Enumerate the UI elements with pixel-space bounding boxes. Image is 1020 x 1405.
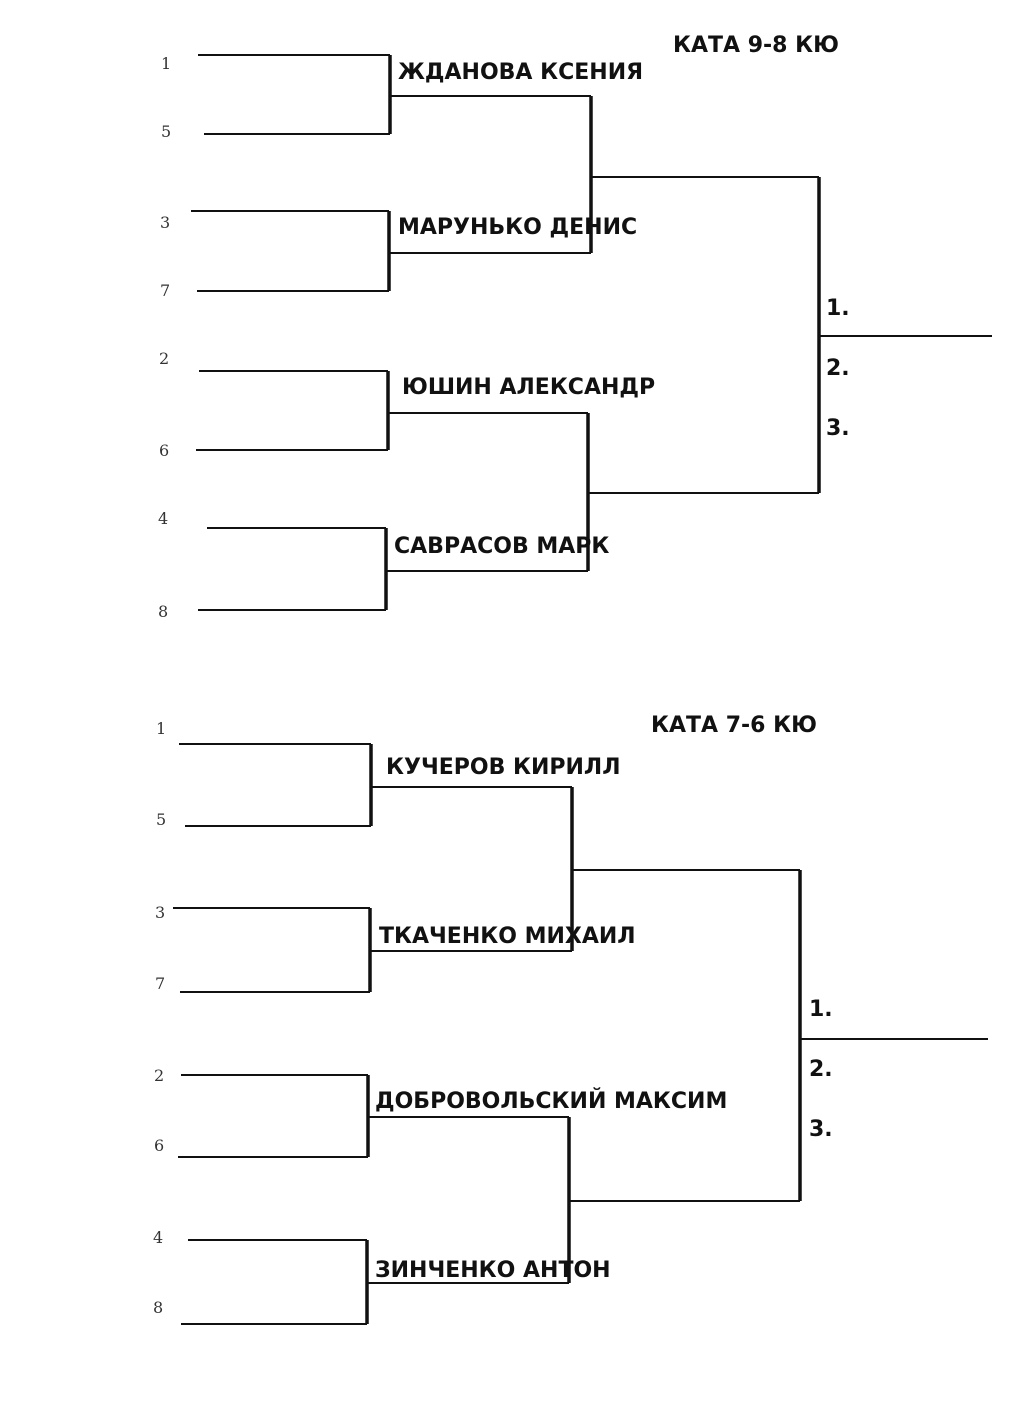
place-label: 1.	[826, 296, 850, 321]
final-lines	[569, 869, 988, 1202]
seed-label: 3	[160, 213, 170, 232]
seed-label: 2	[159, 349, 169, 368]
round-2-lines	[367, 786, 574, 1284]
seed-label: 7	[160, 281, 170, 300]
seed-label: 8	[158, 602, 168, 621]
bracket-title: КАТА 9-8 КЮ	[673, 33, 839, 58]
bracket-kata-9-8: КАТА 9-8 КЮ 1 5 3 7 2 6 4 8	[158, 33, 992, 621]
seed-label: 5	[156, 810, 166, 829]
round-1-lines	[191, 54, 392, 611]
seed-label: 2	[154, 1066, 164, 1085]
place-label: 1.	[809, 997, 833, 1022]
place-label: 2.	[826, 356, 850, 381]
participant-name: МАРУНЬКО ДЕНИС	[398, 215, 637, 240]
bracket-kata-7-6: КАТА 7-6 КЮ 1 5 3 7 2 6 4 8	[153, 713, 988, 1325]
seed-label: 6	[154, 1136, 164, 1155]
round-2-lines	[386, 95, 593, 572]
participant-name: ЗИНЧЕНКО АНТОН	[375, 1258, 611, 1283]
seed-label: 6	[159, 441, 169, 460]
round-1-lines	[173, 743, 373, 1325]
seed-label: 5	[161, 122, 171, 141]
seed-label: 7	[155, 974, 165, 993]
final-lines	[588, 176, 992, 494]
participant-name: КУЧЕРОВ КИРИЛЛ	[386, 755, 620, 780]
participant-name: ТКАЧЕНКО МИХАИЛ	[379, 924, 636, 949]
seed-label: 8	[153, 1298, 163, 1317]
participant-name: ЖДАНОВА КСЕНИЯ	[398, 60, 643, 85]
seed-label: 4	[153, 1228, 163, 1247]
seed-label: 4	[158, 509, 168, 528]
place-label: 2.	[809, 1057, 833, 1082]
bracket-title: КАТА 7-6 КЮ	[651, 713, 817, 738]
participant-name: САВРАСОВ МАРК	[394, 534, 609, 559]
participant-name: ЮШИН АЛЕКСАНДР	[402, 375, 655, 400]
seed-label: 3	[155, 903, 165, 922]
participant-name: ДОБРОВОЛЬСКИЙ МАКСИМ	[375, 1088, 727, 1114]
place-label: 3.	[809, 1117, 833, 1142]
seed-label: 1	[156, 719, 166, 738]
place-label: 3.	[826, 416, 850, 441]
seed-label: 1	[161, 54, 171, 73]
